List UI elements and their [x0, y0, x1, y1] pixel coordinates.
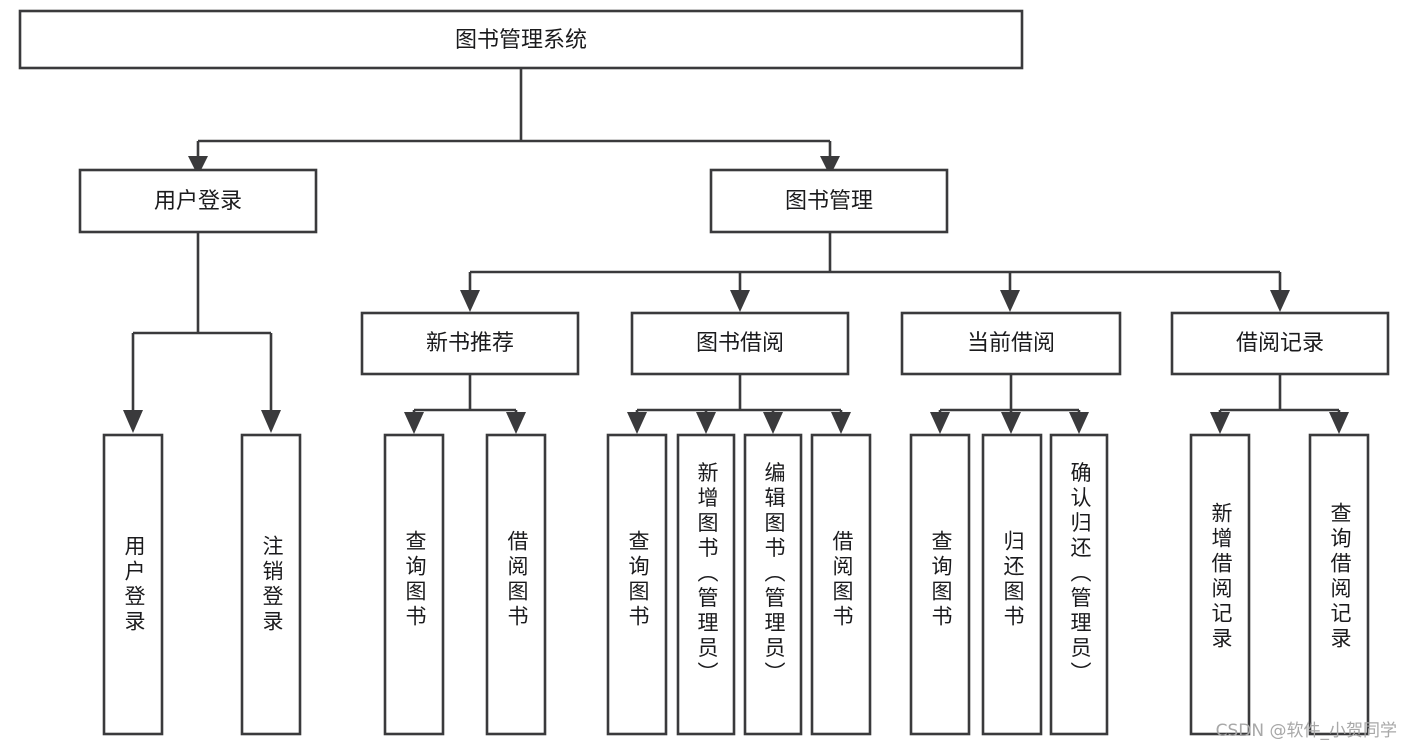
- arrow-head-leaf-return-book: [1001, 412, 1021, 434]
- node-root-label: 图书管理系统: [455, 28, 587, 53]
- leaf-query-book-2-box[interactable]: [606, 433, 668, 736]
- leaf-return-book-box[interactable]: [981, 433, 1043, 736]
- leaf-add-book-label: 新增图书（管理员）: [695, 462, 719, 687]
- connector-book-management-to-level3: [468, 232, 1282, 292]
- node-current-borrow[interactable]: 当前借阅: [900, 311, 1122, 376]
- leaf-query-record-label: 查询借阅记录: [1328, 502, 1352, 652]
- leaf-confirm-return-box[interactable]: [1049, 433, 1109, 736]
- leaf-user-logout-box[interactable]: [240, 433, 302, 736]
- arrow-head-leaf-query-book-3: [930, 412, 950, 434]
- leaf-query-book-2[interactable]: 查询图书: [606, 433, 668, 736]
- leaf-user-login-box[interactable]: [102, 433, 164, 736]
- leaf-query-book-1-box[interactable]: [383, 433, 445, 736]
- arrow-head-leaf-add-record: [1210, 412, 1230, 434]
- node-borrow-record[interactable]: 借阅记录: [1170, 311, 1390, 376]
- leaf-query-book-3[interactable]: 查询图书: [909, 433, 971, 736]
- leaf-borrow-book-1[interactable]: 借阅图书: [485, 433, 547, 736]
- node-book-borrow-label: 图书借阅: [696, 331, 784, 356]
- node-book-borrow[interactable]: 图书借阅: [630, 311, 850, 376]
- arrow-head-leaf-confirm-return: [1069, 412, 1089, 434]
- leaf-query-book-3-label: 查询图书: [929, 530, 953, 630]
- leaf-return-book-label: 归还图书: [1001, 530, 1025, 630]
- leaf-user-login-label: 用户登录: [122, 535, 146, 635]
- connector-root-to-level2: [196, 68, 832, 158]
- arrow-head-leaf-edit-book: [763, 412, 783, 434]
- node-current-borrow-label: 当前借阅: [967, 331, 1055, 356]
- node-new-book-recommend[interactable]: 新书推荐: [360, 311, 580, 376]
- connector-book-borrow-to-leaves: [635, 374, 843, 416]
- watermark-text: CSDN @软件_小贺同学: [1215, 721, 1397, 741]
- leaf-add-book-box[interactable]: [676, 433, 736, 736]
- leaf-borrow-book-2-box[interactable]: [810, 433, 872, 736]
- leaf-add-book[interactable]: 新增图书（管理员）: [676, 433, 736, 736]
- node-user-login-box[interactable]: [78, 168, 318, 234]
- leaf-add-record[interactable]: 新增借阅记录: [1189, 433, 1251, 736]
- arrow-head-user-login: [188, 156, 208, 176]
- leaf-query-record[interactable]: 查询借阅记录: [1308, 433, 1370, 736]
- leaf-user-login[interactable]: 用户登录: [102, 433, 164, 736]
- node-current-borrow-box[interactable]: [900, 311, 1122, 376]
- leaf-query-book-1[interactable]: 查询图书: [383, 433, 445, 736]
- leaf-confirm-return[interactable]: 确认归还（管理员）: [1049, 433, 1109, 736]
- node-book-borrow-box[interactable]: [630, 311, 850, 376]
- connector-borrow-record-to-leaves: [1218, 374, 1341, 416]
- leaf-query-book-3-box[interactable]: [909, 433, 971, 736]
- arrow-head-leaf-query-record: [1329, 412, 1349, 434]
- arrow-head-leaf-borrow-book-1: [506, 412, 526, 434]
- node-root[interactable]: 图书管理系统: [18, 9, 1024, 70]
- leaf-borrow-book-1-box[interactable]: [485, 433, 547, 736]
- node-borrow-record-label: 借阅记录: [1236, 331, 1324, 356]
- leaf-confirm-return-label: 确认归还（管理员）: [1068, 462, 1092, 687]
- leaf-edit-book-label: 编辑图书（管理员）: [762, 462, 786, 687]
- leaf-query-book-1-label: 查询图书: [403, 530, 427, 630]
- leaf-query-record-box[interactable]: [1308, 433, 1370, 736]
- arrow-head-book-borrow: [730, 290, 750, 312]
- leaf-add-record-box[interactable]: [1189, 433, 1251, 736]
- arrow-head-leaf-query-book-1: [404, 412, 424, 434]
- connector-current-borrow-to-leaves: [938, 374, 1081, 416]
- node-borrow-record-box[interactable]: [1170, 311, 1390, 376]
- leaf-borrow-book-1-label: 借阅图书: [505, 530, 529, 630]
- leaf-add-record-label: 新增借阅记录: [1209, 502, 1233, 652]
- node-book-management[interactable]: 图书管理: [709, 168, 949, 234]
- leaf-query-book-2-label: 查询图书: [626, 530, 650, 630]
- arrow-head-borrow-record: [1270, 290, 1290, 312]
- leaf-user-logout-label: 注销登录: [260, 535, 284, 635]
- connector-user-login-to-leaves: [131, 232, 273, 414]
- node-user-login-label: 用户登录: [154, 189, 242, 214]
- arrow-head-new-book-recommend: [460, 290, 480, 312]
- arrow-head-leaf-add-book: [696, 412, 716, 434]
- node-root-box[interactable]: [18, 9, 1024, 70]
- connector-new-book-recommend-to-leaves: [412, 374, 518, 416]
- node-new-book-recommend-box[interactable]: [360, 311, 580, 376]
- leaf-user-logout[interactable]: 注销登录: [240, 433, 302, 736]
- connector-layer: [123, 68, 1349, 434]
- leaf-edit-book-box[interactable]: [743, 433, 803, 736]
- arrow-head-leaf-user-logout: [261, 410, 281, 433]
- arrow-head-book-management: [820, 156, 840, 176]
- leaf-borrow-book-2[interactable]: 借阅图书: [810, 433, 872, 736]
- leaf-borrow-book-2-label: 借阅图书: [830, 530, 854, 630]
- node-new-book-recommend-label: 新书推荐: [426, 331, 514, 356]
- leaf-edit-book[interactable]: 编辑图书（管理员）: [743, 433, 803, 736]
- node-book-management-box[interactable]: [709, 168, 949, 234]
- arrow-head-leaf-user-login: [123, 410, 143, 433]
- node-book-management-label: 图书管理: [785, 189, 873, 214]
- leaf-return-book[interactable]: 归还图书: [981, 433, 1043, 736]
- arrow-head-leaf-query-book-2: [627, 412, 647, 434]
- node-user-login[interactable]: 用户登录: [78, 168, 318, 234]
- arrow-head-current-borrow: [1000, 290, 1020, 312]
- arrow-head-leaf-borrow-book-2: [831, 412, 851, 434]
